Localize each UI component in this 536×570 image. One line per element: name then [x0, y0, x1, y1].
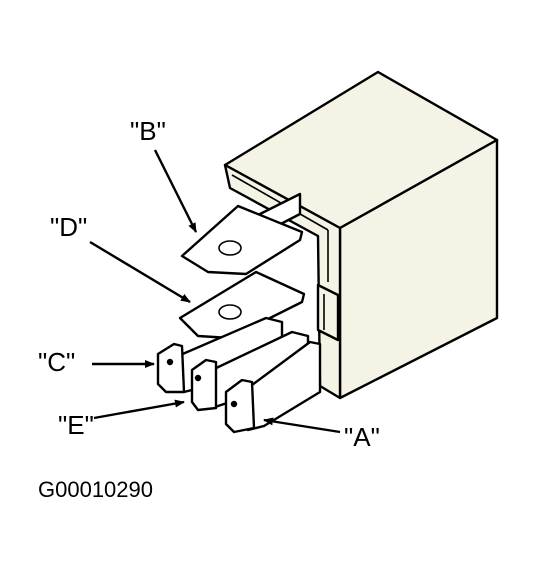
terminal-a-hole: [230, 400, 238, 408]
terminal-d-hole: [218, 304, 242, 320]
relay-latch: [316, 283, 340, 342]
terminal-d: [178, 270, 306, 340]
leader-arrow-d: [89, 240, 191, 304]
callout-label-a: "A": [344, 422, 380, 452]
terminal-d-blade-edge: [179, 317, 199, 337]
leader-arrow-b: [153, 149, 198, 233]
terminal-e-hole: [194, 374, 202, 382]
leader-arrow-a: [263, 417, 341, 434]
leader-arrow-e: [93, 399, 185, 420]
terminal-b-hole: [218, 240, 242, 256]
terminal-a: [224, 340, 322, 434]
terminal-c-face: [156, 342, 186, 394]
terminal-a-face: [224, 378, 256, 434]
callout-label-d: "D": [50, 212, 87, 242]
terminal-c-hole: [166, 358, 174, 366]
terminal-e-face: [190, 358, 218, 412]
terminal-b-blade-edge: [181, 255, 209, 273]
terminal-b: [180, 192, 304, 276]
callout-label-b: "B": [130, 116, 166, 146]
relay-inner-edge: [231, 174, 329, 231]
callout-label-c: "C": [38, 347, 75, 377]
figure-code: G00010290: [38, 477, 153, 502]
callout-label-e: "E": [58, 410, 94, 440]
